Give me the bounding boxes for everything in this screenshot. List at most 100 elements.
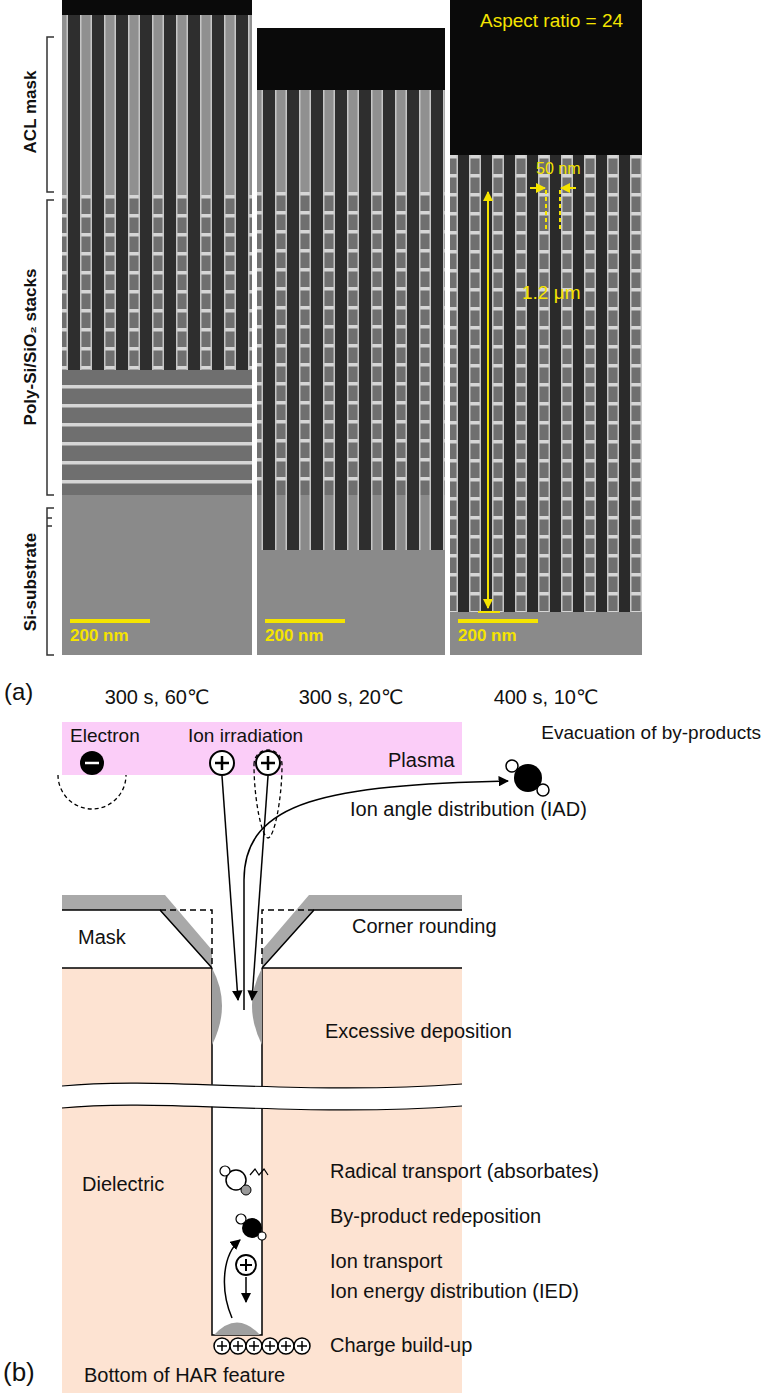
sem-image	[265, 619, 345, 623]
electron-symbol	[58, 775, 126, 809]
mechanism-label: Charge build-up	[330, 1334, 472, 1357]
charge-symbol	[262, 1338, 278, 1354]
species-label: Electron	[70, 725, 140, 747]
ion-transport-symbol	[245, 1277, 247, 1302]
layer-label: Si-substrate	[21, 533, 41, 631]
layer-label: ACL mask	[21, 71, 41, 154]
byproduct-symbol	[236, 1214, 246, 1224]
region-label: Dielectric	[82, 1173, 164, 1196]
scale-bar-label: 200 nm	[70, 626, 129, 646]
sem-image	[450, 155, 642, 612]
layer-bracket	[47, 508, 54, 655]
ion-transport-symbol	[236, 1255, 256, 1275]
charge-symbol	[297, 1341, 307, 1351]
region-label: Plasma	[388, 749, 455, 772]
condition-label: 400 s, 10℃	[494, 686, 599, 709]
ion-symbol	[215, 756, 229, 770]
byproduct-symbol	[236, 1214, 266, 1240]
sem-image	[62, 0, 252, 15]
charge-symbol	[278, 1338, 294, 1354]
dielectric-layer	[55, 1083, 470, 1110]
sem-image	[257, 28, 445, 655]
charge-symbol	[246, 1338, 262, 1354]
charge-symbol	[249, 1341, 259, 1351]
ion-symbol	[256, 751, 280, 775]
condition-label: 300 s, 60℃	[105, 686, 210, 709]
layer-bracket	[47, 518, 52, 526]
mechanism-label: Ion energy distribution (IED)	[330, 1280, 579, 1303]
charge-symbol	[230, 1338, 246, 1354]
sem-image	[62, 0, 252, 655]
mechanism-label: Evacuation of by-products	[541, 722, 761, 744]
layer-bracket	[47, 200, 54, 495]
layer-bracket	[47, 37, 54, 192]
radical-symbol	[220, 1166, 230, 1176]
sem-image	[458, 619, 538, 623]
sem-image	[450, 155, 642, 612]
dimension-mark	[561, 187, 576, 189]
region-label: Bottom of HAR feature	[84, 1364, 285, 1387]
sem-image	[450, 612, 642, 655]
mechanism-label: By-product redeposition	[330, 1205, 541, 1228]
sem-image	[257, 28, 445, 655]
ion-symbol	[254, 750, 282, 838]
charge-symbol	[217, 1341, 227, 1351]
aspect-ratio-label: Aspect ratio = 24	[480, 10, 623, 32]
condition-label: 300 s, 20℃	[299, 686, 404, 709]
mechanism-label: Ion angle distribution (IAD)	[350, 798, 587, 821]
ion-transport-symbol	[224, 1240, 240, 1318]
dimension-label: 1.2 μm	[522, 282, 580, 304]
sem-image	[450, 0, 642, 655]
evacuation-arrow	[537, 784, 549, 796]
dimension-mark	[478, 611, 500, 613]
dimension-mark	[487, 192, 489, 608]
panel-letter: (a)	[4, 678, 33, 706]
mask-layer	[160, 910, 314, 968]
dimension-mark	[546, 190, 560, 232]
mask-layer	[62, 895, 212, 968]
dielectric-layer	[62, 1083, 462, 1088]
plasma-band: Electron Ion irradiationPlasma	[62, 722, 462, 775]
sem-image	[450, 0, 642, 155]
radical-symbol	[220, 1166, 268, 1195]
plasma-region	[62, 722, 462, 775]
region-label: Mask	[78, 926, 126, 949]
mechanism-label: Corner rounding	[352, 915, 497, 938]
dielectric-layer	[62, 1105, 462, 1110]
ion-transport-symbol	[224, 1240, 256, 1318]
scale-bar-label: 200 nm	[265, 626, 324, 646]
dielectric-layer	[212, 968, 262, 1335]
charge-symbol	[265, 1341, 275, 1351]
mask-layer	[62, 910, 212, 968]
sem-image	[62, 15, 252, 370]
layer-label: Poly-Si/SiO₂ stacks	[21, 269, 41, 426]
species-label: Ion irradiation	[188, 725, 303, 747]
sem-image	[257, 90, 445, 550]
mechanism-label: Radical transport (absorbates)	[330, 1160, 599, 1183]
panel-letter: (b)	[3, 1358, 35, 1388]
ion-transport-symbol	[240, 1259, 252, 1271]
electron-symbol	[58, 751, 126, 809]
dimension-mark	[530, 187, 545, 189]
evacuation-arrow	[506, 760, 518, 772]
dimension-mark	[478, 188, 576, 612]
sem-image	[450, 0, 642, 655]
electron-symbol	[80, 751, 104, 775]
plasma-region	[62, 722, 462, 775]
ion-symbol	[261, 756, 275, 770]
ion-symbol	[222, 776, 238, 1000]
radical-symbol	[241, 1185, 251, 1195]
sem-image	[70, 619, 150, 623]
mechanism-label: Excessive deposition	[325, 1020, 512, 1043]
charge-symbol	[294, 1338, 310, 1354]
charge-symbol	[233, 1341, 243, 1351]
radical-symbol	[250, 1169, 268, 1175]
sem-image	[450, 155, 642, 612]
mechanism-label: Ion transport	[330, 1250, 442, 1273]
ion-symbol	[252, 776, 268, 1000]
sem-image	[62, 0, 252, 655]
ion-symbol	[210, 751, 234, 775]
layer-bracket	[47, 37, 54, 655]
ion-symbol	[210, 750, 282, 1000]
